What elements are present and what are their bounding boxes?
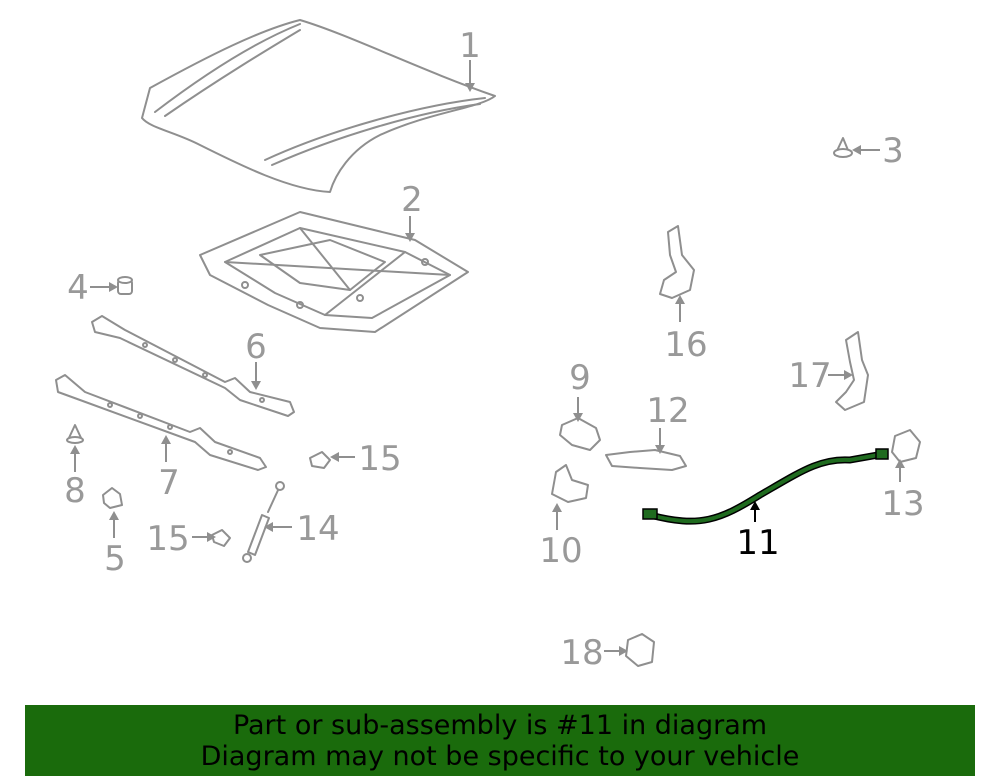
hood-part-1[interactable] [141,19,496,193]
seal-part-7[interactable] [55,374,267,471]
parts-diagram: 1 2 3 4 5 6 7 8 9 10 11 12 13 14 15 15 1… [55,19,925,673]
banner-line-2: Diagram may not be specific to your vehi… [200,741,800,772]
bumper-part-4[interactable] [117,276,133,295]
hinge-part-17[interactable] [835,331,869,411]
callout-17: 17 [788,356,831,396]
release-cable-part-11[interactable] [642,448,889,525]
callout-14: 14 [296,509,339,549]
fastener-part-18[interactable] [625,633,655,667]
leader-arrows [70,60,905,656]
callout-15-upper: 15 [358,439,401,479]
callout-1: 1 [459,26,481,66]
callout-9: 9 [569,358,591,398]
hood-lock-part-9[interactable] [559,417,601,451]
callout-11: 11 [736,523,779,563]
clip-part-3[interactable] [833,137,853,158]
callout-10: 10 [539,531,582,571]
ball-stud-part-15-upper[interactable] [309,451,331,469]
callout-6: 6 [245,327,267,367]
callout-18: 18 [560,633,603,673]
hood-inner-panel-part-2[interactable] [199,211,469,333]
callout-16: 16 [664,325,707,365]
bracket-part-13[interactable] [891,429,921,463]
seal-part-6[interactable] [91,315,295,417]
ball-stud-part-15-lower[interactable] [211,529,231,547]
banner-line-1: Part or sub-assembly is #11 in diagram [232,710,768,741]
callout-15-lower: 15 [146,519,189,559]
callout-2: 2 [401,180,423,220]
callout-3: 3 [882,131,904,171]
callout-13: 13 [881,484,924,524]
hinge-part-16[interactable] [659,225,695,299]
clip-part-8[interactable] [66,424,84,444]
callout-12: 12 [646,391,689,431]
callout-labels: 1 2 3 4 5 6 7 8 9 10 11 12 13 14 15 15 1… [64,26,924,673]
callout-8: 8 [64,471,86,511]
info-banner: Part or sub-assembly is #11 in diagram D… [25,705,975,776]
hood-strut-part-14[interactable] [242,481,285,563]
callout-5: 5 [104,539,126,579]
lock-support-part-10[interactable] [551,464,589,503]
callout-7: 7 [158,463,180,503]
release-handle-part-12[interactable] [605,449,687,471]
clip-part-5[interactable] [102,487,123,509]
callout-4: 4 [67,268,89,308]
